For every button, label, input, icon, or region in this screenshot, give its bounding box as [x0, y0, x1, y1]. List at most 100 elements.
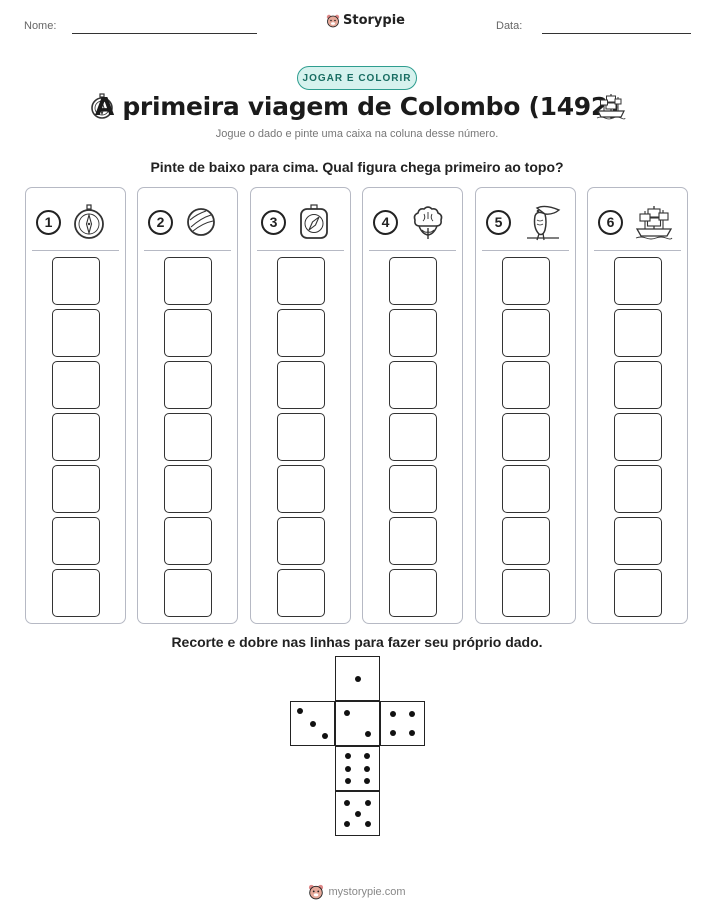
color-box[interactable] [502, 257, 550, 305]
color-box[interactable] [614, 309, 662, 357]
color-box[interactable] [164, 517, 212, 565]
die-pip [365, 731, 372, 738]
die-pip [354, 810, 361, 817]
color-box[interactable] [502, 569, 550, 617]
column-header: 1 [36, 200, 119, 244]
column-6: 6 [587, 187, 688, 624]
color-box[interactable] [389, 309, 437, 357]
game-instruction: Pinte de baixo para cima. Qual figura ch… [150, 159, 564, 175]
color-box[interactable] [389, 361, 437, 409]
color-box[interactable] [164, 257, 212, 305]
toucan-icon [527, 205, 561, 241]
die-pip [344, 765, 351, 772]
color-box[interactable] [277, 361, 325, 409]
brand-name: Storypie [343, 13, 405, 28]
name-label: Nome: [24, 20, 57, 32]
color-box[interactable] [52, 517, 100, 565]
column-header: 3 [261, 200, 344, 244]
die-pip [390, 711, 397, 718]
color-box[interactable] [614, 517, 662, 565]
die-pip [321, 732, 328, 739]
column-3: 3 [250, 187, 351, 624]
color-box[interactable] [164, 465, 212, 513]
color-box[interactable] [52, 413, 100, 461]
pocket-watch-compass-icon [91, 93, 113, 119]
bear-logo-icon [326, 14, 340, 27]
color-box[interactable] [52, 569, 100, 617]
column-header: 6 [598, 200, 681, 244]
color-box[interactable] [52, 257, 100, 305]
column-header: 5 [486, 200, 569, 244]
color-box[interactable] [52, 309, 100, 357]
name-line [72, 33, 257, 34]
die-pip [365, 799, 372, 806]
page-title: A primeira viagem de Colombo (1492) [94, 92, 620, 121]
die-pip [364, 777, 371, 784]
color-box[interactable] [389, 517, 437, 565]
die-pip [354, 675, 361, 682]
color-box[interactable] [164, 309, 212, 357]
column-number: 4 [373, 209, 398, 235]
footer-url: mystorypie.com [328, 886, 406, 898]
die-face-5 [335, 791, 380, 836]
column-divider [257, 250, 344, 251]
date-line [542, 33, 691, 34]
die-pip [344, 753, 351, 760]
die-pip [390, 729, 397, 736]
bear-logo-icon [309, 884, 324, 900]
color-box[interactable] [277, 413, 325, 461]
column-4: 4 [362, 187, 463, 624]
column-number: 6 [598, 209, 623, 235]
die-pip [309, 720, 316, 727]
color-box[interactable] [277, 517, 325, 565]
globe-icon [187, 208, 215, 236]
column-divider [482, 250, 569, 251]
die-pip [408, 711, 415, 718]
color-box[interactable] [277, 465, 325, 513]
color-box[interactable] [389, 465, 437, 513]
page-subtitle: Jogue o dado e pinte uma caixa na coluna… [215, 128, 499, 140]
column-number: 2 [148, 209, 173, 235]
color-box[interactable] [502, 361, 550, 409]
color-box[interactable] [389, 413, 437, 461]
die-instruction: Recorte e dobre nas linhas para fazer se… [171, 634, 543, 650]
color-box[interactable] [164, 569, 212, 617]
die-face-1 [335, 656, 380, 701]
column-number: 5 [486, 209, 511, 235]
die-pip [343, 821, 350, 828]
column-2: 2 [137, 187, 238, 624]
color-box[interactable] [52, 465, 100, 513]
column-divider [32, 250, 119, 251]
die-face-6 [335, 746, 380, 791]
die-face-4 [380, 701, 425, 746]
die-pip [365, 821, 372, 828]
color-box[interactable] [277, 569, 325, 617]
die-pip [364, 753, 371, 760]
color-box[interactable] [614, 361, 662, 409]
color-box[interactable] [614, 569, 662, 617]
color-box[interactable] [614, 465, 662, 513]
color-box[interactable] [164, 413, 212, 461]
die-pip [343, 709, 350, 716]
die-face-3 [290, 701, 335, 746]
column-number: 1 [36, 209, 61, 235]
column-header: 2 [148, 200, 231, 244]
color-box[interactable] [164, 361, 212, 409]
color-box[interactable] [614, 257, 662, 305]
die-pip [344, 777, 351, 784]
color-box[interactable] [502, 517, 550, 565]
activity-badge: JOGAR E COLORIR [297, 66, 417, 90]
color-box[interactable] [389, 569, 437, 617]
color-box[interactable] [277, 257, 325, 305]
color-box[interactable] [502, 309, 550, 357]
color-box[interactable] [614, 413, 662, 461]
color-box[interactable] [277, 309, 325, 357]
color-box[interactable] [389, 257, 437, 305]
column-number: 3 [261, 209, 286, 235]
color-box[interactable] [502, 413, 550, 461]
color-box[interactable] [502, 465, 550, 513]
column-divider [594, 250, 681, 251]
date-label: Data: [496, 20, 523, 32]
footer: mystorypie.com [0, 884, 714, 900]
color-box[interactable] [52, 361, 100, 409]
